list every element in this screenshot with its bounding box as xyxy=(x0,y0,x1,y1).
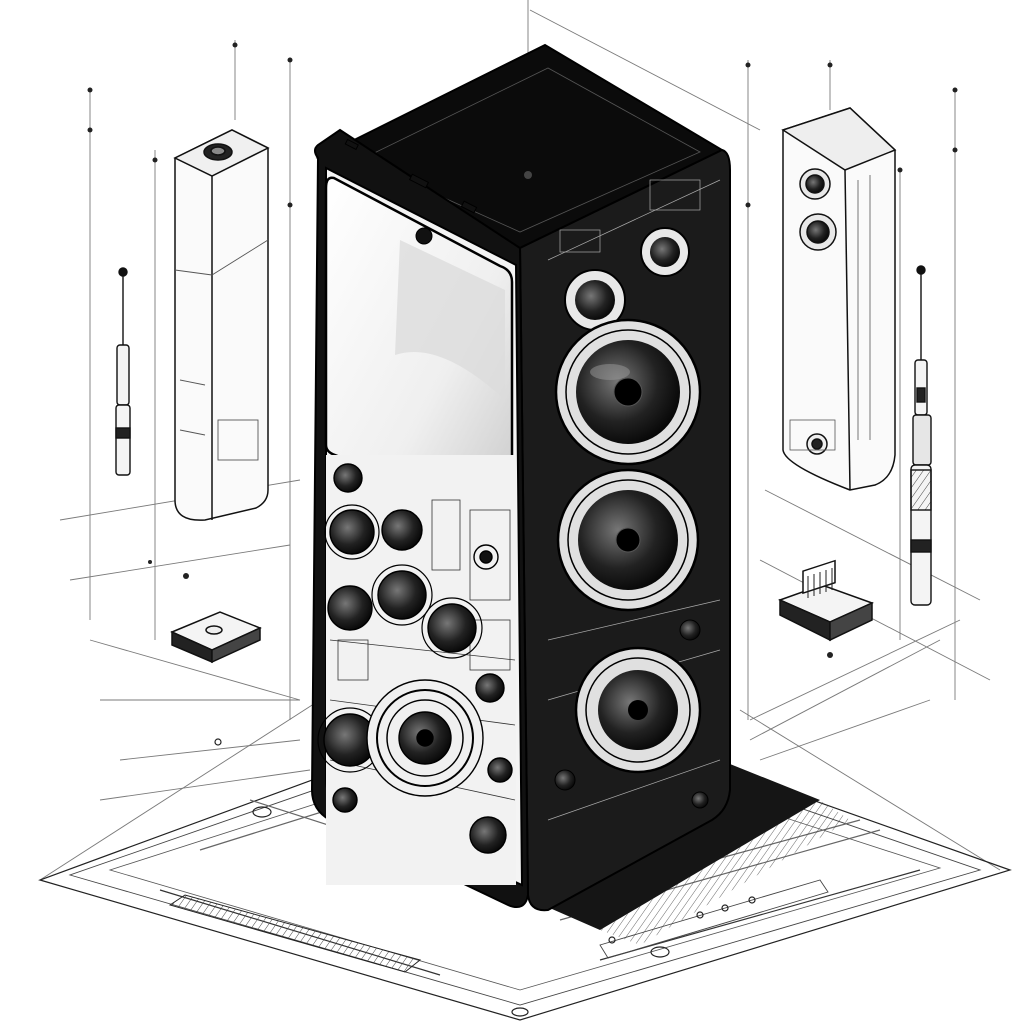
side-woofer-top xyxy=(554,318,702,466)
side-woofer-bottom xyxy=(574,646,702,774)
port-connector xyxy=(777,559,874,642)
front-speaker-grid xyxy=(317,455,516,885)
construction-dots xyxy=(87,42,958,658)
screen-glare xyxy=(395,240,505,400)
device-shadow xyxy=(520,760,820,930)
probe-pen xyxy=(910,265,932,606)
stylus xyxy=(115,267,131,476)
device-shadow-soft xyxy=(600,800,850,945)
hatched-bar-right xyxy=(599,879,829,959)
side-tweeter xyxy=(564,227,690,331)
construction-lines xyxy=(39,0,1001,881)
battery-module xyxy=(173,129,270,521)
side-woofer-middle xyxy=(556,468,700,612)
side-speaker-grid xyxy=(547,179,721,821)
front-camera-icon xyxy=(415,227,433,245)
camera-module xyxy=(781,107,897,491)
speaker-phone-device xyxy=(310,43,731,912)
small-connector xyxy=(170,611,262,664)
hatched-bar-left xyxy=(168,894,422,973)
